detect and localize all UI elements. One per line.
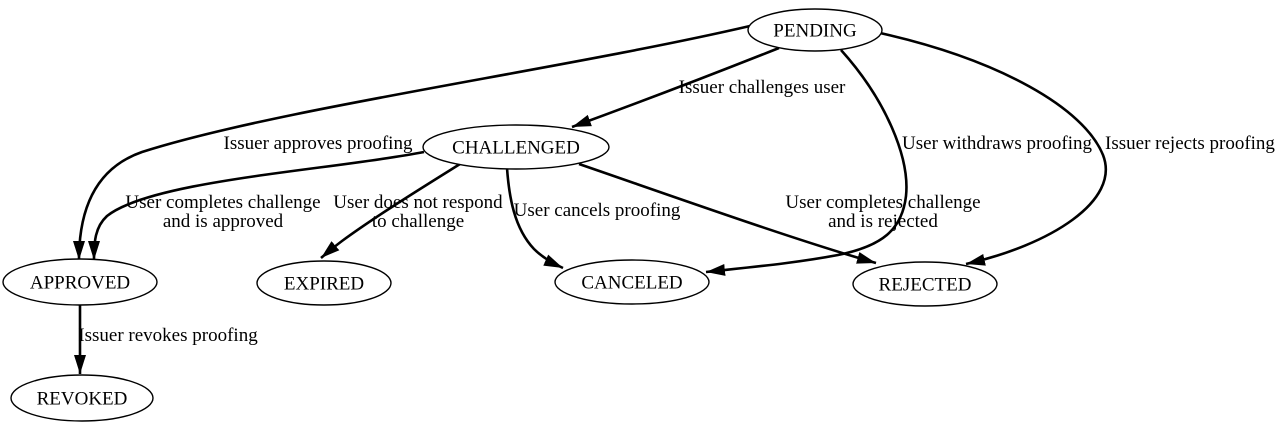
edge-line-pending-to-rejected: [879, 31, 1107, 266]
state-node-revoked: REVOKED: [10, 374, 154, 422]
edge-label-challenged-to-expired: to challenge: [372, 211, 464, 232]
state-ellipse-revoked: [10, 374, 154, 422]
nodes-layer: PENDING CHALLENGED APPROVED EXPIRED CANCELED…: [2, 8, 998, 422]
edge-approved-to-revoked: Issuer revokes proofing: [74, 304, 258, 374]
state-label-approved: APPROVED: [30, 273, 130, 294]
state-ellipse-rejected: [852, 261, 998, 307]
state-node-canceled: CANCELED: [554, 259, 710, 305]
state-label-challenged: CHALLENGED: [452, 138, 580, 159]
edge-label-challenged-to-expired: User does not respond: [333, 192, 503, 213]
state-ellipse-approved: [2, 258, 158, 306]
edge-line-challenged-to-expired: [320, 162, 461, 259]
edge-line-pending-to-challenged: [571, 46, 780, 129]
edge-line-challenged-to-approved: [88, 150, 425, 261]
edge-line-challenged-to-canceled: [505, 167, 564, 270]
edge-line-pending-to-approved: [73, 24, 751, 261]
state-node-approved: APPROVED: [2, 258, 158, 306]
edge-challenged-to-canceled: User cancels proofing: [505, 167, 681, 270]
edge-line-challenged-to-rejected: [578, 162, 877, 265]
edge-pending-to-rejected: Issuer rejects proofing: [879, 31, 1275, 266]
edge-label-challenged-to-rejected: and is rejected: [828, 211, 938, 232]
state-label-revoked: REVOKED: [37, 389, 128, 410]
edge-label-pending-to-approved: Issuer approves proofing: [224, 133, 413, 154]
state-node-challenged: CHALLENGED: [422, 124, 610, 170]
state-node-expired: EXPIRED: [256, 260, 392, 306]
edge-label-challenged-to-approved: and is approved: [163, 211, 284, 232]
edge-pending-to-challenged: Issuer challenges user: [571, 46, 846, 129]
state-label-expired: EXPIRED: [284, 274, 364, 295]
edge-label-pending-to-challenged: Issuer challenges user: [679, 77, 846, 98]
state-ellipse-challenged: [422, 124, 610, 170]
state-ellipse-pending: [747, 8, 883, 52]
state-node-pending: PENDING: [747, 8, 883, 52]
edge-pending-to-canceled: User withdraws proofing: [705, 49, 1092, 276]
edge-label-challenged-to-rejected: User completes challenge: [785, 192, 980, 213]
state-label-pending: PENDING: [773, 21, 857, 42]
edge-label-pending-to-rejected: Issuer rejects proofing: [1105, 133, 1275, 154]
edge-label-approved-to-revoked: Issuer revokes proofing: [78, 325, 258, 346]
state-label-rejected: REJECTED: [879, 275, 972, 296]
state-label-canceled: CANCELED: [581, 273, 682, 294]
edge-line-pending-to-canceled: [705, 49, 908, 276]
edge-pending-to-approved: Issuer approves proofing: [73, 24, 751, 261]
edge-label-challenged-to-canceled: User cancels proofing: [514, 200, 681, 221]
state-node-rejected: REJECTED: [852, 261, 998, 307]
state-ellipse-expired: [256, 260, 392, 306]
edge-label-pending-to-canceled: User withdraws proofing: [902, 133, 1092, 154]
state-ellipse-canceled: [554, 259, 710, 305]
edge-label-challenged-to-approved: User completes challenge: [125, 192, 320, 213]
